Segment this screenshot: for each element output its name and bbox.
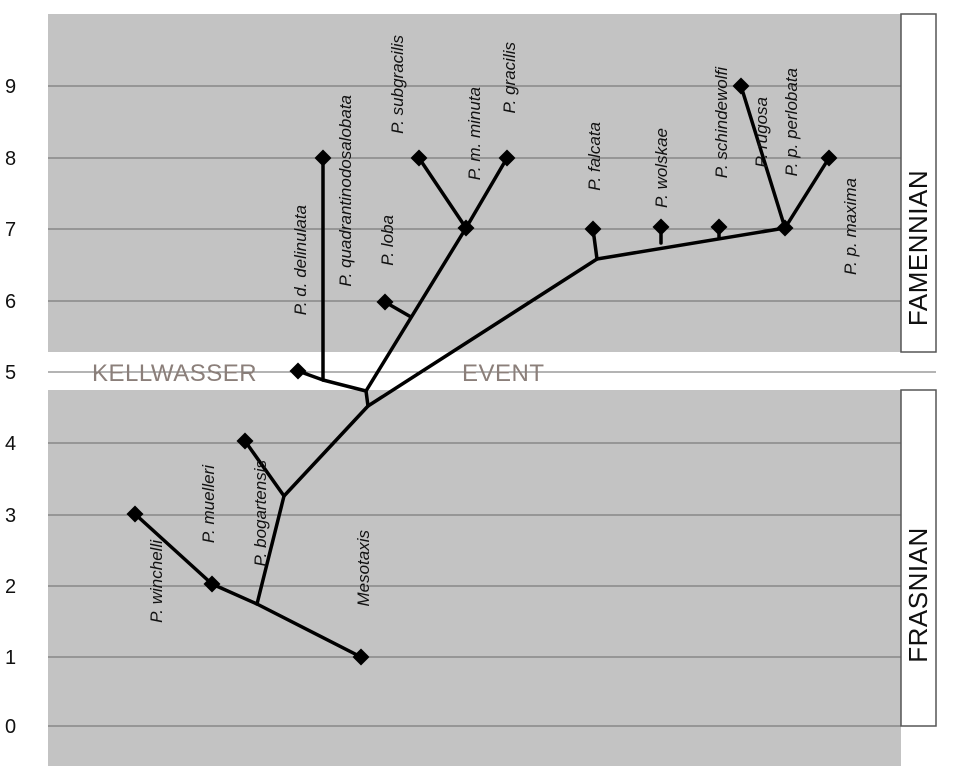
branch-node2-node3 xyxy=(282,404,370,498)
taxon-label-muelleri: P. muelleri xyxy=(199,464,218,543)
y-tick-6: 6 xyxy=(5,291,16,313)
y-tick-0: 0 xyxy=(5,716,16,738)
y-axis-labels: 9 8 7 6 5 4 3 2 1 0 xyxy=(5,76,16,738)
branch-node4-minuta xyxy=(364,226,468,393)
marker-minuta xyxy=(457,219,475,237)
tree-branches xyxy=(133,84,831,659)
marker-mesotaxis xyxy=(352,648,370,666)
marker-gracilis xyxy=(498,149,516,167)
taxon-label-delinulata: P. d. delinulata xyxy=(291,205,310,315)
frasnian-panel xyxy=(48,390,901,766)
y-tick-3: 3 xyxy=(5,505,16,527)
taxon-label-rugosa: P. rugosa xyxy=(752,97,771,168)
taxon-label-schindewolfi: P. schindewolfi xyxy=(712,66,731,178)
famennian-panel xyxy=(48,14,901,352)
event-label-right: EVENT xyxy=(462,360,545,387)
marker-schindewolfi xyxy=(710,218,728,236)
marker-quadrantinodosalobata xyxy=(314,149,332,167)
branch-node3-node5 xyxy=(366,257,599,408)
branch-perlobata-maxima xyxy=(783,156,831,230)
taxon-label-minuta: P. m. minuta xyxy=(465,87,484,180)
branch-minuta-subgracilis xyxy=(417,156,468,230)
branch-node1-muelleri xyxy=(210,582,259,606)
marker-falcata xyxy=(584,220,602,238)
branch-perlobata-rugosa xyxy=(739,84,787,230)
y-tick-4: 4 xyxy=(5,433,16,455)
taxon-markers xyxy=(126,77,838,666)
marker-maxima xyxy=(820,149,838,167)
stage-famennian: FAMENNIAN xyxy=(903,170,933,326)
taxon-label-maxima: P. p. maxima xyxy=(841,178,860,275)
event-label-left: KELLWASSER xyxy=(92,360,257,387)
branch-node5-perlobata xyxy=(595,226,787,261)
branch-minuta-gracilis xyxy=(464,156,509,230)
y-tick-7: 7 xyxy=(5,219,16,241)
taxon-label-quadrantinodosalobata: P. quadrantinodosalobata xyxy=(336,95,355,287)
taxon-label-gracilis: P. gracilis xyxy=(500,42,519,114)
taxon-label-loba: P. loba xyxy=(378,215,397,266)
branch-mesotaxis-node1 xyxy=(255,602,363,659)
gridlines xyxy=(48,85,936,727)
branch-node3-node4 xyxy=(364,389,370,408)
taxon-labels: P. winchelli P. muelleri P. bogartensis … xyxy=(147,35,860,623)
stage-frasnian: FRASNIAN xyxy=(903,527,933,662)
taxon-label-bogartensis: P. bogartensis xyxy=(251,460,270,567)
marker-bogartensis xyxy=(236,432,254,450)
taxon-label-perlobata: P. p. perlobata xyxy=(782,68,801,176)
y-tick-2: 2 xyxy=(5,576,16,598)
taxon-label-wolskae: P. wolskae xyxy=(652,128,671,208)
branch-node1-node2 xyxy=(255,494,286,606)
marker-wolskae xyxy=(652,218,670,236)
y-tick-9: 9 xyxy=(5,76,16,98)
frasnian-box xyxy=(900,389,937,727)
kellwasser-band xyxy=(48,352,901,390)
marker-loba xyxy=(376,293,394,311)
taxon-label-winchelli: P. winchelli xyxy=(147,539,166,623)
marker-delinulata xyxy=(289,362,307,380)
y-tick-8: 8 xyxy=(5,148,16,170)
marker-subgracilis xyxy=(410,149,428,167)
marker-muelleri xyxy=(203,575,221,593)
famennian-box xyxy=(900,13,937,353)
y-tick-1: 1 xyxy=(5,647,16,669)
taxon-label-falcata: P. falcata xyxy=(585,122,604,191)
marker-rugosa xyxy=(732,77,750,95)
marker-winchelli xyxy=(126,505,144,523)
branch-node2-bogartensis xyxy=(243,439,286,498)
branch-muelleri-winchelli xyxy=(133,512,214,586)
taxon-label-subgracilis: P. subgracilis xyxy=(388,35,407,134)
y-tick-5: 5 xyxy=(5,362,16,384)
taxon-label-mesotaxis: Mesotaxis xyxy=(354,530,373,607)
branch-node4-node6 xyxy=(321,378,368,393)
marker-perlobata xyxy=(776,219,794,237)
